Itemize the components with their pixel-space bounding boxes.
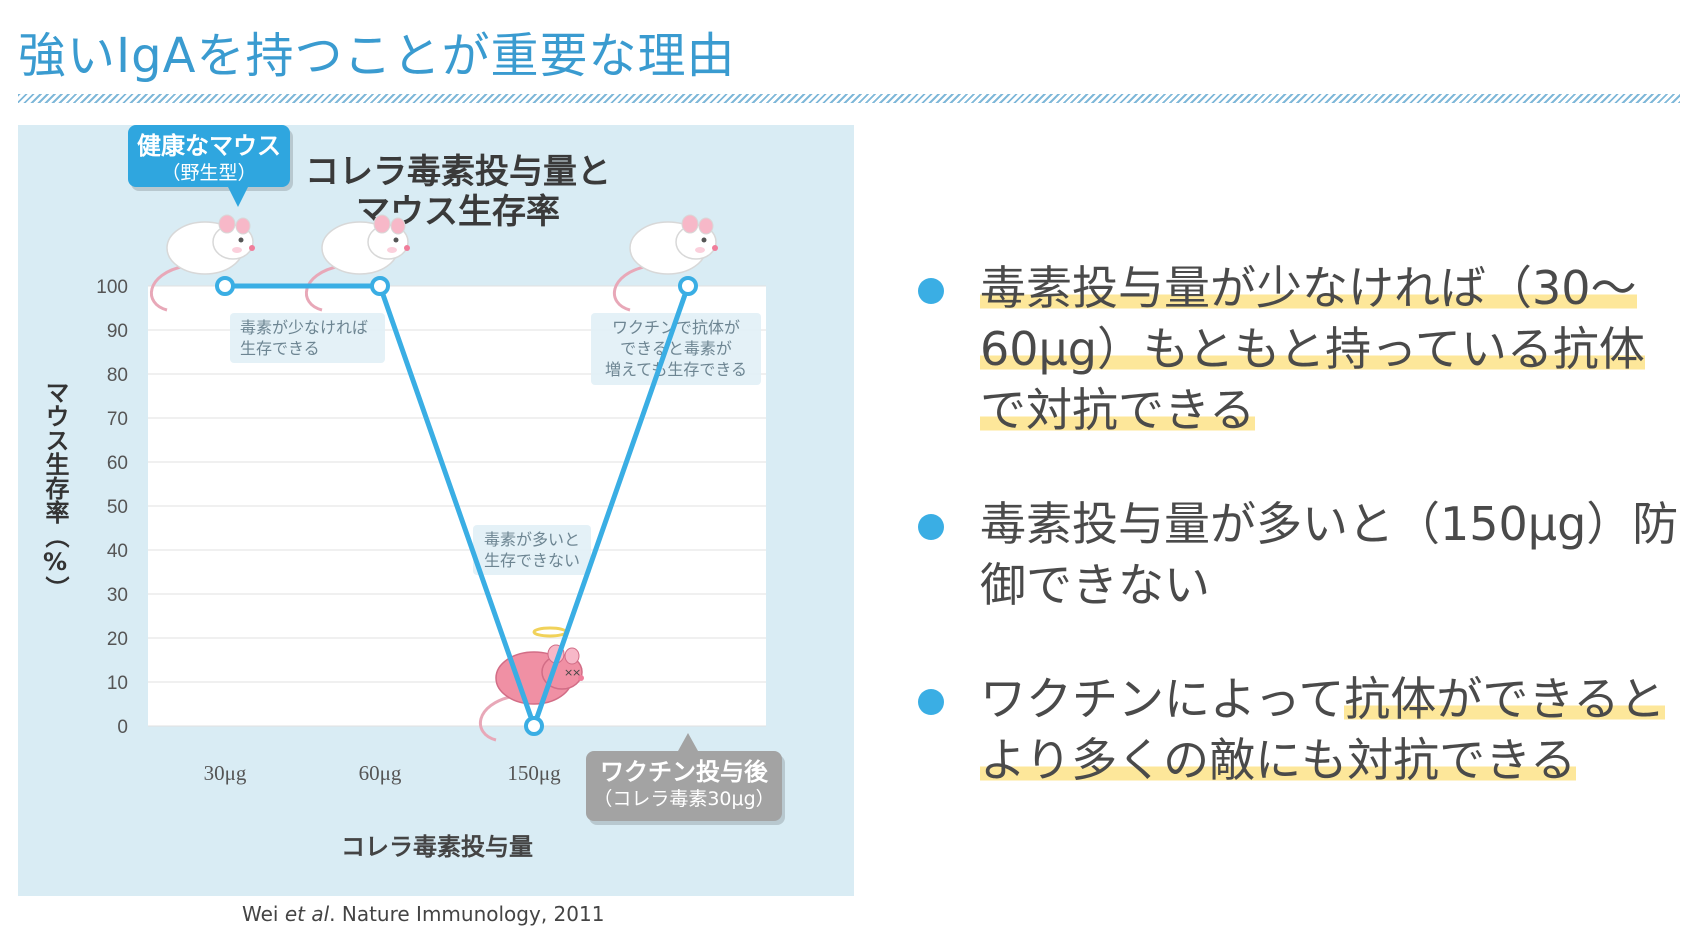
bullet-list: 毒素投与量が少なければ（30〜60μg）もともと持っている抗体で対抗できる毒素投… <box>918 258 1688 844</box>
data-point <box>524 716 544 736</box>
callout-badge: ワクチン投与後（コレラ毒素30μg） <box>586 733 785 825</box>
annotation-text: 生存できない <box>484 551 580 570</box>
slide-title: 強いIgAを持つことが重要な理由 <box>18 28 736 84</box>
y-tick-label: 10 <box>107 673 128 694</box>
annotation-text: 毒素が少なければ <box>240 318 368 337</box>
citation-etal: et al <box>284 902 330 926</box>
y-tick-label: 80 <box>107 365 128 386</box>
x-tick-label: 30μg <box>204 761 247 785</box>
series-line <box>225 283 691 729</box>
y-tick-label: 100 <box>96 277 128 298</box>
callout-title: ワクチン投与後 <box>600 758 769 786</box>
chart-title: コレラ毒素投与量と <box>305 152 611 192</box>
bullet-item: ワクチンによって抗体ができるとより多くの敵にも対抗できる <box>918 669 1688 791</box>
callout-badge: 健康なマウス（野生型） <box>128 125 293 207</box>
annotation-text: 増えても生存できる <box>605 360 747 379</box>
data-point <box>370 276 390 296</box>
annotation-text: できると毒素が <box>620 339 732 358</box>
annotation-box <box>591 313 761 385</box>
x-tick-label: 60μg <box>359 761 402 785</box>
y-axis-label: マウス生存率（%） <box>41 380 69 600</box>
callout-title: 健康なマウス <box>137 132 281 160</box>
chart-panel: 010203040506070809010030μg60μg150μg300μg… <box>18 125 854 896</box>
annotation-box <box>230 313 385 363</box>
mouse-icon <box>304 214 410 312</box>
callout-bg <box>586 751 782 821</box>
y-tick-label: 90 <box>107 321 128 342</box>
callout-bg <box>128 125 290 187</box>
bullet-item: 毒素投与量が少なければ（30〜60μg）もともと持っている抗体で対抗できる <box>918 258 1688 441</box>
title-divider <box>18 94 1680 103</box>
x-tick-label: 150μg <box>507 761 561 785</box>
bullet-dot-icon <box>918 278 944 304</box>
bullet-highlight-text: 抗体ができると <box>1344 672 1666 726</box>
data-point <box>215 276 235 296</box>
data-point <box>678 276 698 296</box>
annotation-text: 毒素が多いと <box>484 530 580 549</box>
callout-tail <box>678 733 698 751</box>
svg-text:×: × <box>572 666 581 679</box>
x-axis-label: コレラ毒素投与量 <box>341 833 533 861</box>
callout-tail <box>228 187 248 207</box>
y-tick-label: 40 <box>107 541 128 562</box>
y-tick-label: 50 <box>107 497 128 518</box>
annotation-box <box>473 525 591 575</box>
svg-text:×: × <box>564 666 573 679</box>
annotation-text: 生存できる <box>240 339 320 358</box>
bullet-dot-icon <box>918 514 944 540</box>
bullet-highlight-text: 毒素投与量が少なければ（30〜60μg）もともと持っている抗体で対抗できる <box>980 261 1645 437</box>
y-tick-label: 20 <box>107 629 128 650</box>
bullet-highlight-text: より多くの敵にも対抗できる <box>980 733 1577 787</box>
mouse-icon <box>149 214 255 312</box>
y-tick-label: 30 <box>107 585 128 606</box>
survival-chart: 010203040506070809010030μg60μg150μg300μg… <box>41 125 785 861</box>
y-tick-label: 0 <box>117 717 128 738</box>
y-tick-label: 70 <box>107 409 128 430</box>
bullet-text: 毒素投与量が多いと（150μg）防御できない <box>980 497 1679 612</box>
callout-subtitle: （野生型） <box>161 162 256 184</box>
y-tick-label: 60 <box>107 453 128 474</box>
callout-subtitle: （コレラ毒素30μg） <box>593 788 774 810</box>
bullet-item: 毒素投与量が多いと（150μg）防御できない <box>918 494 1688 616</box>
bullet-text: ワクチンによって <box>980 672 1345 726</box>
bullet-dot-icon <box>918 689 944 715</box>
mouse-icon <box>612 214 718 312</box>
citation: Wei et al. Nature Immunology, 2011 <box>242 902 605 926</box>
